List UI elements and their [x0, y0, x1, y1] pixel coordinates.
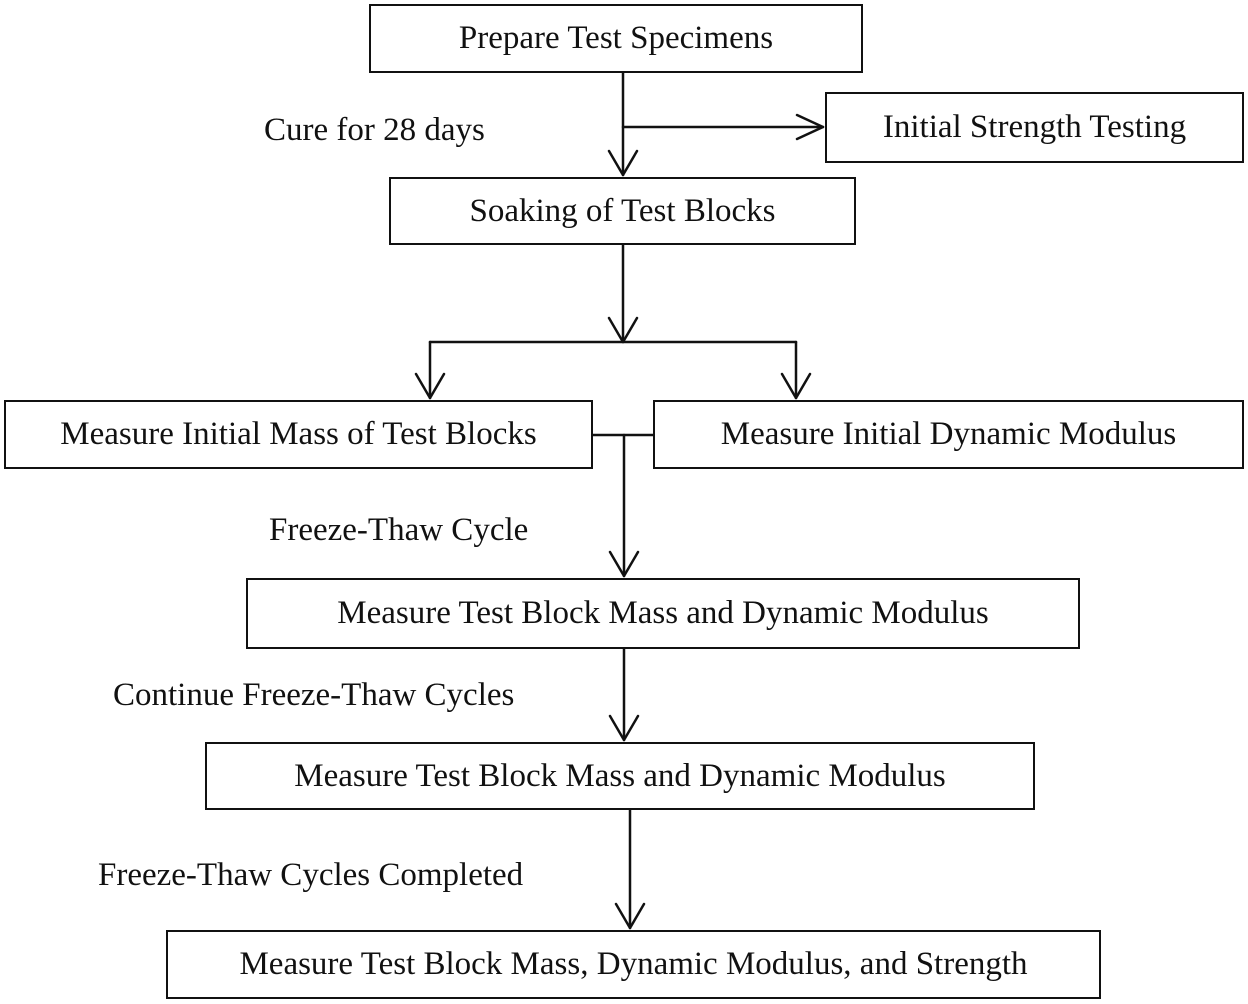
- initial-strength-text: Initial Strength Testing: [882, 109, 1187, 145]
- soaking-box: Soaking of Test Blocks: [389, 177, 856, 245]
- soaking-text: Soaking of Test Blocks: [469, 192, 776, 229]
- cure-label: Cure for 28 days: [264, 112, 485, 148]
- prepare-specimens-text: Prepare Test Specimens: [458, 20, 774, 56]
- initial-modulus-text: Measure Initial Dynamic Modulus: [720, 416, 1177, 452]
- prepare-specimens-box: Prepare Test Specimens: [369, 4, 863, 73]
- measure-mass-modulus-box-2: Measure Test Block Mass and Dynamic Modu…: [205, 742, 1035, 810]
- final-measure-box: Measure Test Block Mass, Dynamic Modulus…: [166, 930, 1101, 999]
- initial-mass-box: Measure Initial Mass of Test Blocks: [4, 400, 593, 469]
- measure-mass-modulus-text-1: Measure Test Block Mass and Dynamic Modu…: [337, 595, 989, 631]
- measure-mass-modulus-box-1: Measure Test Block Mass and Dynamic Modu…: [246, 578, 1080, 649]
- initial-mass-text: Measure Initial Mass of Test Blocks: [60, 416, 537, 452]
- initial-modulus-box: Measure Initial Dynamic Modulus: [653, 400, 1244, 469]
- initial-strength-box: Initial Strength Testing: [825, 92, 1244, 163]
- measure-mass-modulus-text-2: Measure Test Block Mass and Dynamic Modu…: [294, 757, 946, 794]
- freeze-thaw-label: Freeze-Thaw Cycle: [269, 512, 529, 548]
- continue-cycles-label: Continue Freeze-Thaw Cycles: [113, 677, 515, 713]
- final-measure-text: Measure Test Block Mass, Dynamic Modulus…: [239, 946, 1028, 982]
- cycles-completed-label: Freeze-Thaw Cycles Completed: [98, 857, 524, 893]
